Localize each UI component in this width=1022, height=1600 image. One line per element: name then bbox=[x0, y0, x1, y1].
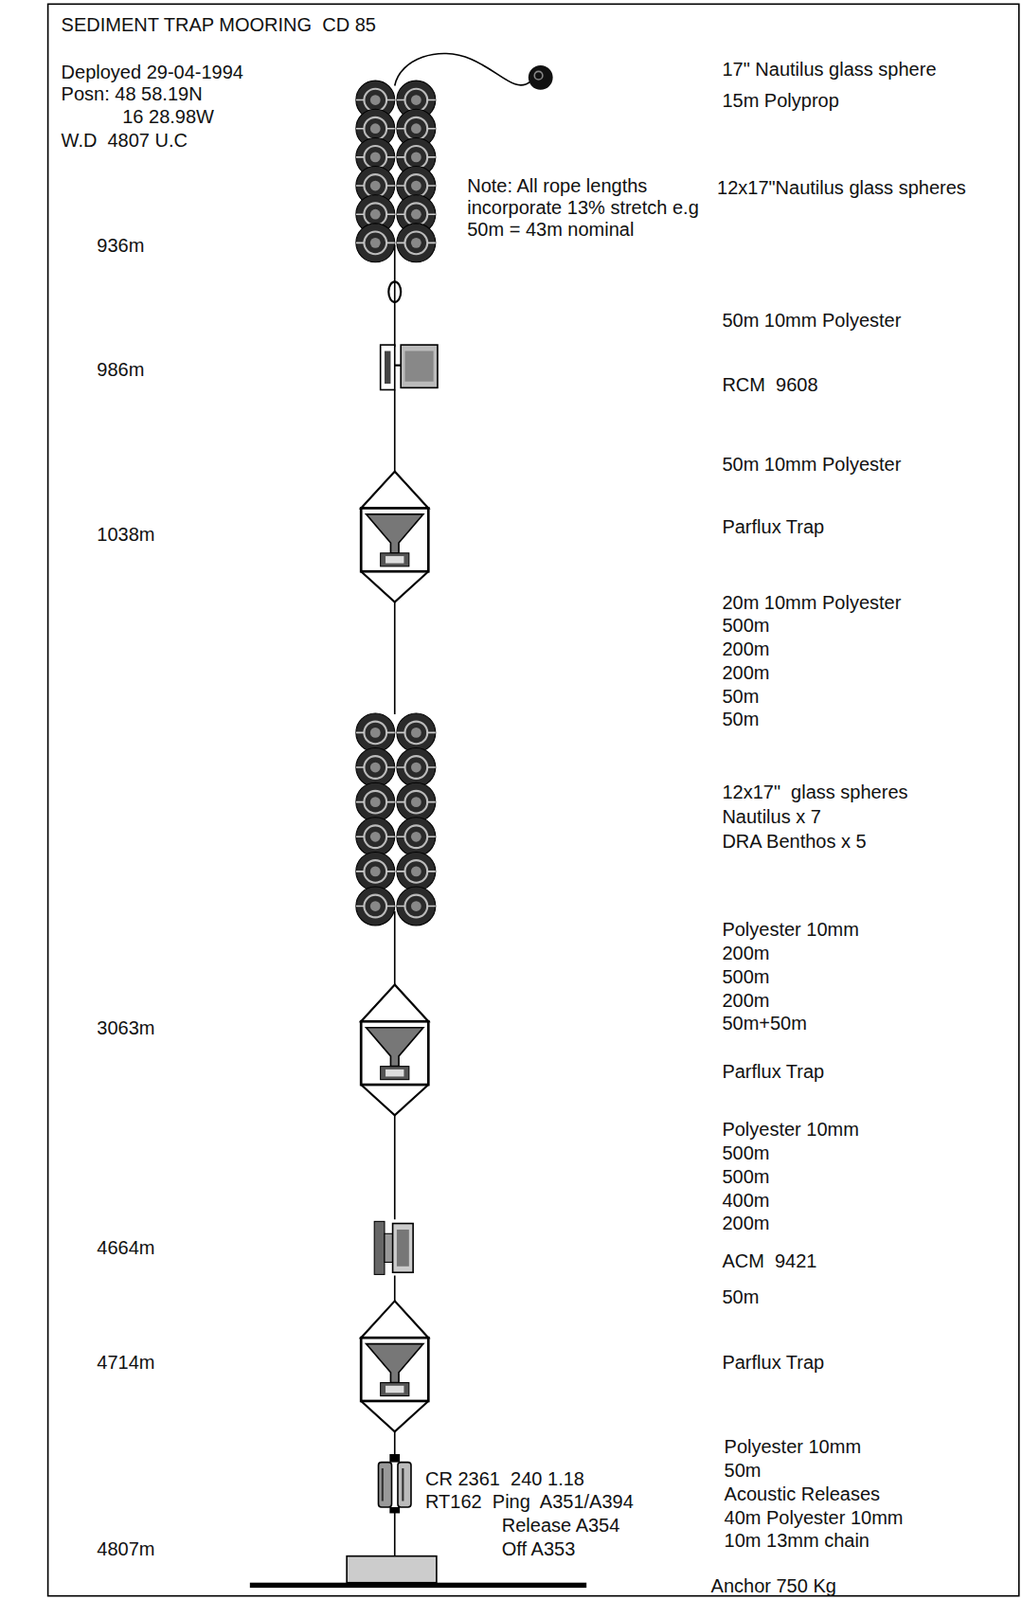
glass-sphere bbox=[356, 713, 395, 753]
glass-sphere bbox=[356, 748, 395, 788]
part-label: 200m bbox=[721, 662, 770, 684]
part-label: Off A353 bbox=[502, 1538, 575, 1560]
part-label: DRA Benthos x 5 bbox=[721, 830, 866, 853]
part-label: 936m bbox=[96, 234, 144, 257]
part-label: 40m Polyester 10mm bbox=[724, 1506, 904, 1529]
part-label: 200m bbox=[721, 942, 770, 965]
part-label: 986m bbox=[96, 358, 144, 381]
glass-sphere bbox=[396, 713, 436, 753]
part-label: RCM 9608 bbox=[721, 374, 818, 396]
part-label: Anchor 750 Kg bbox=[711, 1575, 837, 1597]
part-label: Posn: 48 58.19N bbox=[61, 83, 203, 106]
part-label: Polyester 10mm bbox=[721, 918, 860, 941]
glass-sphere bbox=[396, 817, 436, 857]
diagram-title: SEDIMENT TRAP MOORING CD 85 bbox=[61, 14, 377, 36]
part-label: Acoustic Releases bbox=[724, 1483, 881, 1506]
part-label: 50m bbox=[724, 1459, 762, 1482]
part-label: Release A354 bbox=[502, 1514, 621, 1537]
part-label: 50m bbox=[721, 1286, 759, 1309]
part-label: 12x17"Nautilus glass spheres bbox=[717, 177, 967, 199]
glass-sphere bbox=[356, 886, 395, 926]
part-label: ACM 9421 bbox=[721, 1250, 817, 1273]
part-label: 17" Nautilus glass sphere bbox=[721, 58, 936, 81]
part-label: Parflux Trap bbox=[721, 1351, 825, 1374]
part-label: Note: All rope lengths incorporate 13% s… bbox=[466, 175, 700, 241]
part-label: 500m bbox=[721, 966, 770, 988]
part-label: 200m bbox=[721, 989, 770, 1012]
part-label: 400m bbox=[721, 1189, 770, 1212]
glass-sphere bbox=[356, 817, 395, 857]
part-label: 1038m bbox=[96, 523, 155, 546]
glass-sphere bbox=[356, 851, 395, 891]
glass-sphere bbox=[396, 851, 436, 891]
part-label: RT162 Ping A351/A394 bbox=[425, 1490, 634, 1513]
part-label: Parflux Trap bbox=[721, 516, 825, 538]
part-label: 50m bbox=[721, 708, 759, 731]
glass-sphere bbox=[396, 886, 436, 926]
part-label: Polyester 10mm bbox=[724, 1435, 862, 1458]
part-label: 10m 13mm chain bbox=[724, 1529, 870, 1552]
part-label: 16 28.98W bbox=[122, 106, 215, 128]
part-label: 12x17" glass spheres bbox=[721, 781, 908, 804]
part-label: 20m 10mm Polyester bbox=[721, 591, 901, 614]
part-label: 500m bbox=[721, 1165, 770, 1188]
part-label: CR 2361 240 1.18 bbox=[425, 1468, 585, 1490]
glass-sphere bbox=[396, 748, 436, 788]
part-label: 50m+50m bbox=[721, 1012, 807, 1035]
part-label: W.D 4807 U.C bbox=[61, 129, 188, 152]
glass-sphere bbox=[356, 223, 395, 263]
part-label: 50m bbox=[721, 685, 759, 708]
part-label: 4664m bbox=[96, 1237, 155, 1259]
glass-sphere bbox=[396, 782, 436, 822]
part-label: 3063m bbox=[96, 1017, 155, 1040]
part-label: 500m bbox=[721, 1142, 770, 1165]
part-label: Polyester 10mm bbox=[721, 1118, 860, 1141]
part-label: 50m 10mm Polyester bbox=[721, 309, 901, 332]
part-label: 500m bbox=[721, 614, 770, 637]
glass-sphere bbox=[356, 782, 395, 822]
part-label: 4714m bbox=[96, 1351, 155, 1374]
part-label: Parflux Trap bbox=[721, 1060, 825, 1083]
part-label: Nautilus x 7 bbox=[721, 806, 822, 828]
part-label: 15m Polyprop bbox=[721, 89, 839, 112]
glass-sphere bbox=[396, 223, 436, 263]
part-label: 4807m bbox=[96, 1538, 155, 1560]
part-label: 200m bbox=[721, 638, 770, 661]
part-label: 50m 10mm Polyester bbox=[721, 453, 901, 476]
part-label: 200m bbox=[721, 1212, 770, 1235]
part-label: Deployed 29-04-1994 bbox=[61, 61, 244, 84]
